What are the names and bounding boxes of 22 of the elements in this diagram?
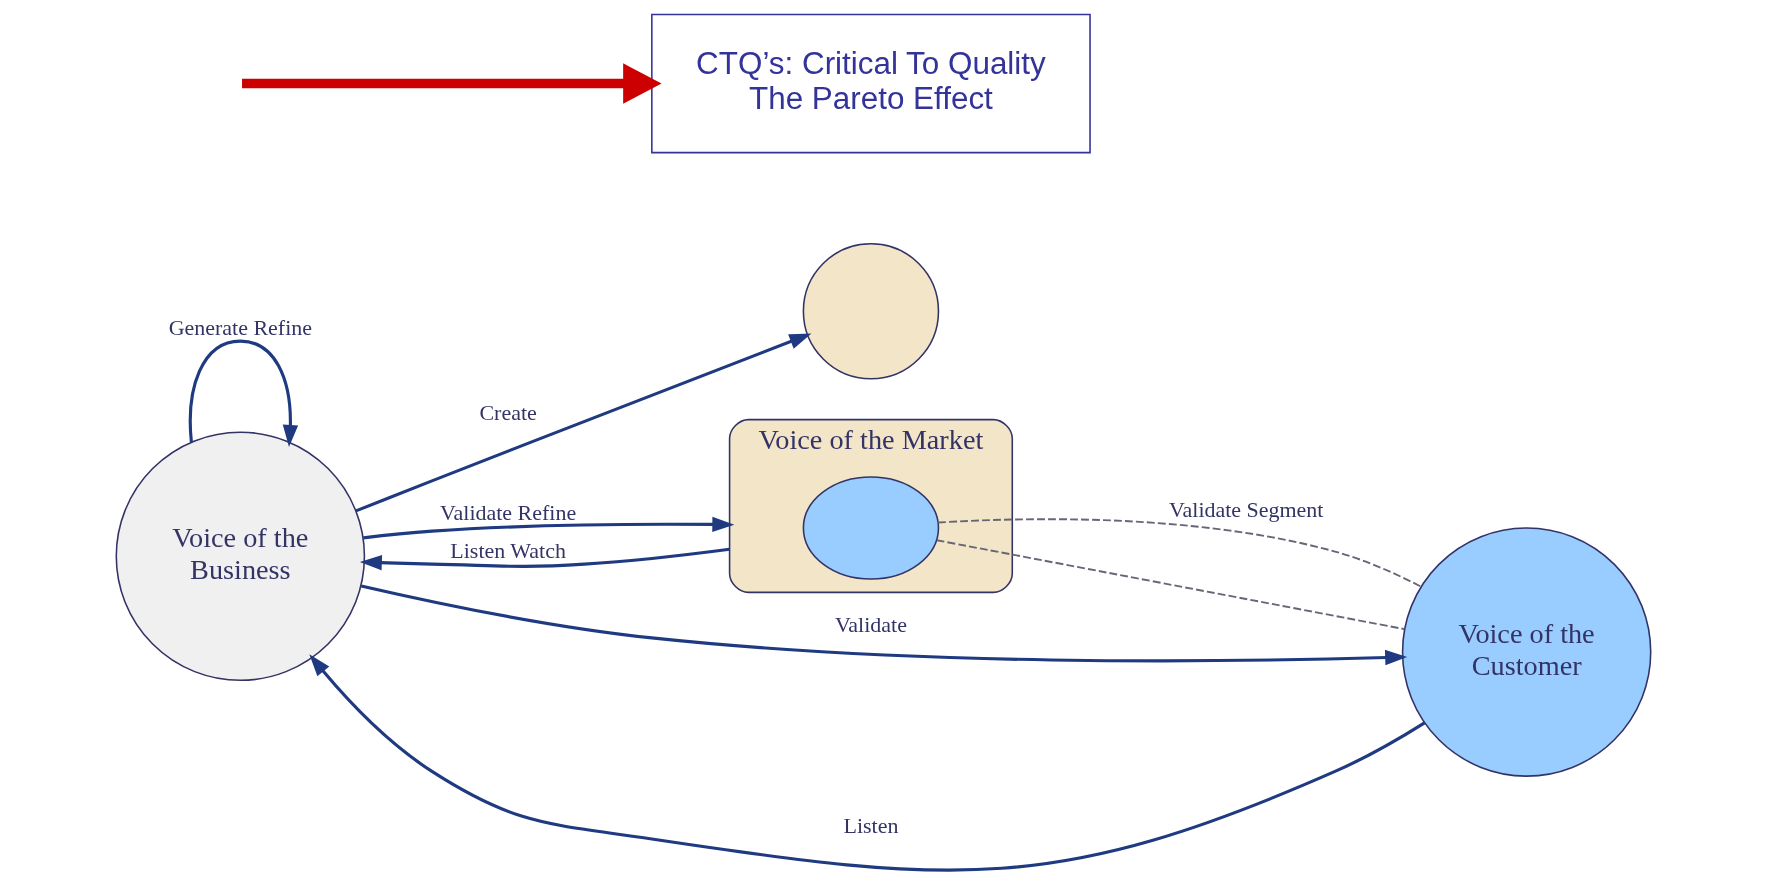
edge-label: Validate Refine [439,500,576,526]
node-ellipse [802,476,939,580]
arrow [362,516,734,540]
node-circle: Voice of the Business [115,431,365,682]
connector [936,518,1422,588]
connector [935,539,1405,631]
edge-label: Validate Segment [1168,497,1323,523]
edge-label: Generate Refine [168,315,312,341]
cluster: Voice of the Market [728,418,1013,594]
edge-label: Listen Watch [449,538,566,564]
edge-label: Validate [834,611,907,637]
arrow [188,339,298,447]
node-box: CTQ’s: Critical To Quality The Pareto Effect [650,13,1091,154]
edge-label: Listen [842,813,898,838]
node-circle [802,242,939,380]
node-circle: Voice of the Customer [1401,527,1651,777]
arrow [360,584,1407,666]
arrow [308,654,1425,872]
arrow [359,547,730,571]
arrow [241,63,662,104]
edge-label: Create [478,399,537,425]
arrow [354,333,811,513]
